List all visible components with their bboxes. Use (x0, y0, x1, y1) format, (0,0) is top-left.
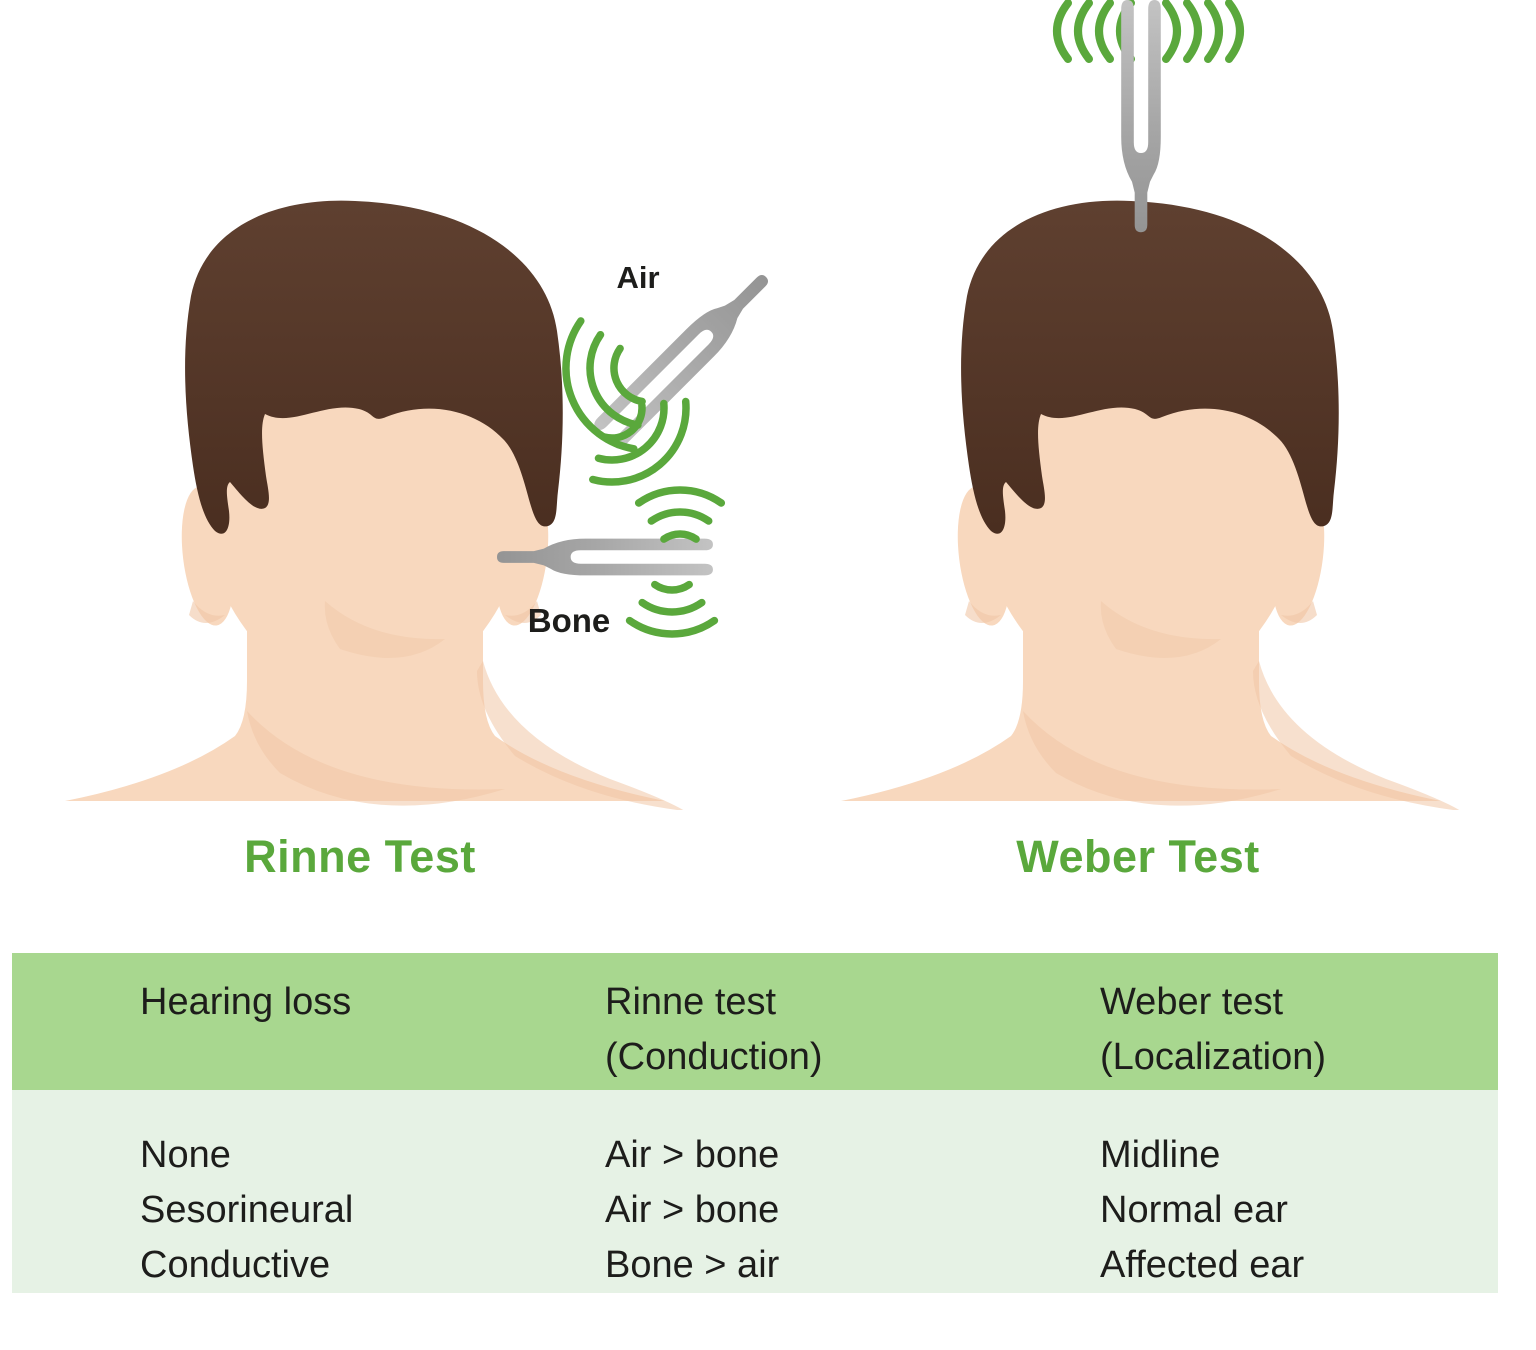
weber-tuning-fork-icon (1121, 0, 1161, 233)
table-row: Sesorineural Air > bone Normal ear (12, 1183, 1498, 1238)
bone-label: Bone (527, 602, 611, 639)
header-subtitle: (Conduction) (605, 1036, 823, 1078)
weber-test-title: Weber Test (1016, 831, 1260, 882)
header-rinne-test: Rinne test (Conduction) (593, 975, 1100, 1090)
weber-head-illustration (841, 200, 1461, 810)
header-title: Hearing loss (140, 981, 352, 1023)
table-body: None Air > bone Midline Sesorineural Air… (12, 1090, 1498, 1293)
results-table: Hearing loss Rinne test (Conduction) Web… (12, 953, 1498, 1293)
air-sound-waves-icon (562, 317, 690, 486)
header-title: Rinne test (605, 981, 777, 1023)
header-weber-test: Weber test (Localization) (1100, 975, 1498, 1090)
header-subtitle: (Localization) (1100, 1036, 1326, 1078)
header-hearing-loss: Hearing loss (12, 975, 593, 1090)
rinne-result-cell: Bone > air (605, 1244, 780, 1286)
air-label: Air (616, 260, 660, 295)
rinne-result-cell: Air > bone (605, 1134, 780, 1176)
table-row: None Air > bone Midline (12, 1128, 1498, 1183)
rinne-head-illustration (65, 200, 685, 810)
hearing-loss-cell: None (140, 1134, 231, 1176)
rinne-test-title: Rinne Test (244, 831, 476, 882)
bone-sound-waves-icon (625, 486, 726, 638)
weber-result-cell: Midline (1100, 1134, 1221, 1176)
hearing-loss-cell: Conductive (140, 1244, 331, 1286)
illustration-area (65, 0, 1461, 810)
weber-result-cell: Affected ear (1100, 1244, 1305, 1286)
weber-result-cell: Normal ear (1100, 1189, 1288, 1231)
table-header-row: Hearing loss Rinne test (Conduction) Web… (12, 953, 1498, 1090)
rinne-result-cell: Air > bone (605, 1189, 780, 1231)
table-row: Conductive Bone > air Affected ear (12, 1238, 1498, 1293)
hearing-loss-cell: Sesorineural (140, 1189, 354, 1231)
header-title: Weber test (1100, 981, 1284, 1023)
